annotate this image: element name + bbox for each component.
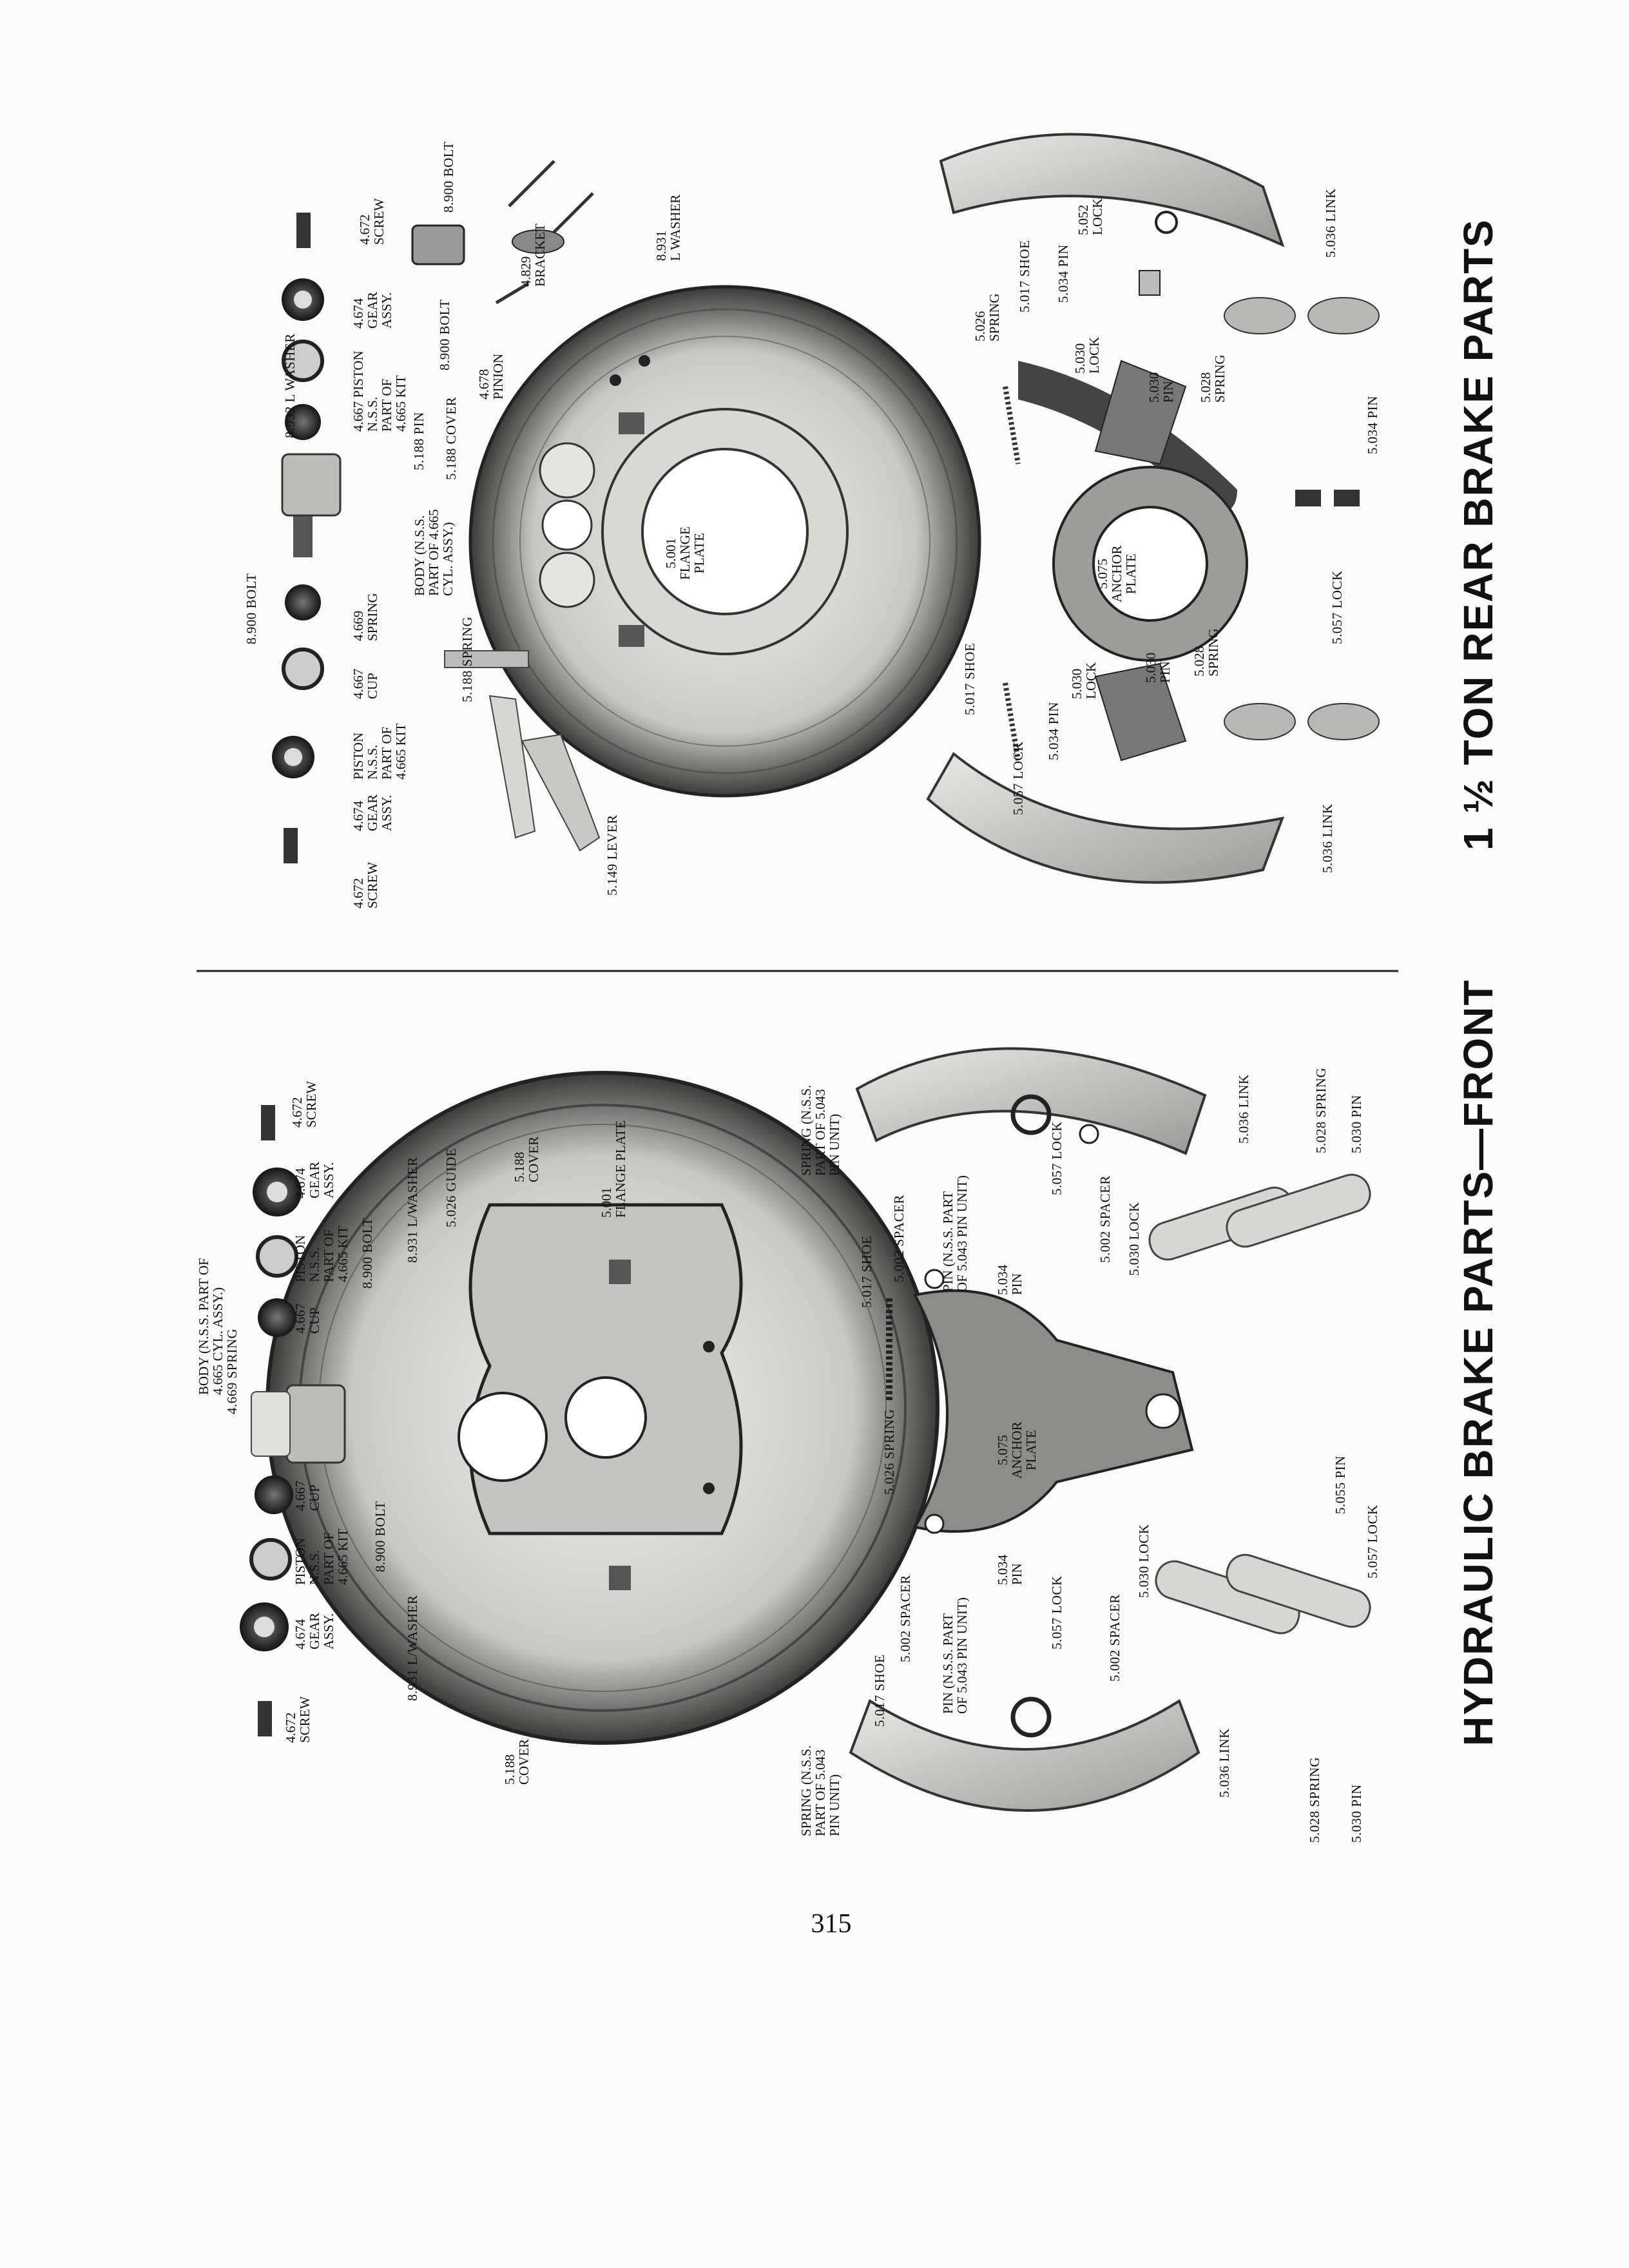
label-pin-5034-left: 5.034 PIN xyxy=(1046,702,1061,760)
label-front-link-left: 5.036 LINK xyxy=(1217,1728,1232,1798)
rear-flange-plate-drawing xyxy=(468,285,981,798)
label-lock-5057-left: 5.057 LOCK xyxy=(1010,741,1026,815)
label-washer-l: 8.932 L WASHER xyxy=(282,333,298,438)
page-number: 315 xyxy=(811,1909,852,1939)
label-front-spacer-left-1: 5.002 SPACER xyxy=(898,1575,913,1662)
label-front-lock-5030-left: 5.030 LOCK xyxy=(1136,1524,1152,1598)
label-link-top: 5.036 LINK xyxy=(1323,188,1338,258)
label-front-shoe-right: 5.017 SHOE xyxy=(859,1235,874,1308)
label-spring-5188: 5.188 SPRING xyxy=(459,616,475,702)
label-lock-5057-right: 5.057 LOCK xyxy=(1329,570,1345,644)
label-cover-5188: 5.188 COVER xyxy=(443,396,459,480)
label-front-bolt-left: 8.900 BOLT xyxy=(372,1501,388,1572)
label-link-bottom: 5.036 LINK xyxy=(1320,803,1335,873)
label-front-lock-5057-mid: 5.057 LOCK xyxy=(1365,1504,1380,1579)
label-front-lock-5057-right: 5.057 LOCK xyxy=(1049,1121,1065,1195)
rear-hardware-drawing xyxy=(495,160,594,305)
label-front-shoe-left: 5.017 SHOE xyxy=(872,1654,887,1727)
label-front-washer-right: 8.931 L/WASHER xyxy=(405,1157,420,1264)
label-front-spacer-right-1: 5.002 SPACER xyxy=(891,1195,907,1282)
rear-cylinder-parts-drawing xyxy=(272,213,465,863)
label-front-bolt-right: 8.900 BOLT xyxy=(360,1217,375,1289)
label-bolt-mid: 8.900 BOLT xyxy=(437,299,452,370)
label-front-link-right: 5.036 LINK xyxy=(1236,1074,1251,1144)
label-front-spring-5028-left: 5.028 SPRING xyxy=(1307,1756,1322,1843)
label-pin-5034-right: 5.034 PIN xyxy=(1055,244,1071,303)
label-bolt-top: 8.900 BOLT xyxy=(441,141,456,213)
rear-brake-title: 1 ½ TON REAR BRAKE PARTS xyxy=(1455,218,1501,850)
label-pin-5188: 5.188 PIN xyxy=(411,412,427,470)
label-bolt-left: 8.900 BOLT xyxy=(244,573,259,644)
label-shoe-right: 5.017 SHOE xyxy=(1017,240,1032,312)
label-pin-5034-bottom-right: 5.034 PIN xyxy=(1365,396,1380,454)
label-front-spacer-left-2: 5.002 SPACER xyxy=(1107,1594,1123,1682)
front-cylinder-parts-drawing xyxy=(240,1105,346,1736)
label-front-washer-left: 8.931 L/WASHER xyxy=(405,1595,420,1702)
label-front-spring-5028-right: 5.028 SPRING xyxy=(1313,1067,1329,1153)
label-front-lock-5030-right: 5.030 LOCK xyxy=(1126,1202,1142,1276)
label-front-lock-5057-left: 5.057 LOCK xyxy=(1049,1575,1065,1649)
label-front-spring-4669: 4.669 SPRING xyxy=(224,1328,240,1414)
label-front-pin-5055: 5.055 PIN xyxy=(1333,1456,1348,1514)
rear-anchor-shoe-drawing xyxy=(926,133,1380,884)
label-front-guide: 5.026 GUIDE xyxy=(443,1148,459,1227)
front-brake-title: HYDRAULIC BRAKE PARTS—FRONT xyxy=(1455,979,1501,1746)
label-front-spring-5026: 5.026 SPRING xyxy=(882,1408,897,1495)
label-shoe-left: 5.017 SHOE xyxy=(962,642,978,715)
rear-lever-drawing xyxy=(444,650,601,852)
front-anchor-shoe-drawing xyxy=(849,1047,1371,1812)
label-front-pin-5030-left: 5.030 PIN xyxy=(1349,1784,1364,1843)
label-lever: 5.149 LEVER xyxy=(604,814,620,896)
label-front-spacer-right-2: 5.002 SPACER xyxy=(1097,1175,1113,1263)
label-front-pin-5030-right: 5.030 PIN xyxy=(1349,1095,1364,1153)
